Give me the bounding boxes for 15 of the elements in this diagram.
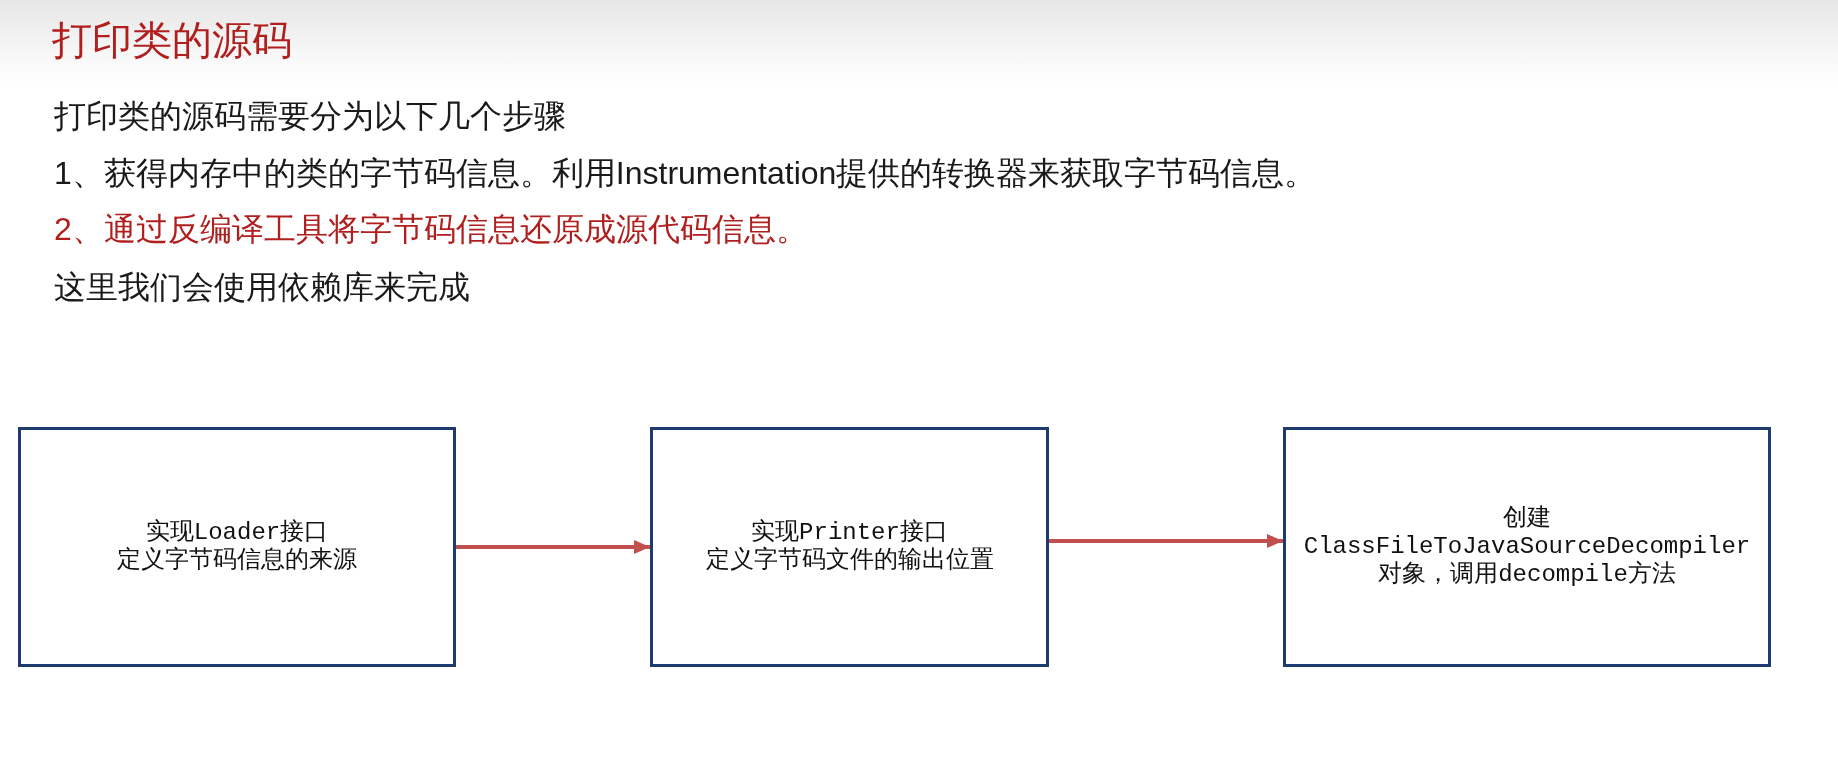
body-text: 打印类的源码需要分为以下几个步骤 — [54, 97, 566, 136]
slide-title: 打印类的源码 — [52, 17, 292, 64]
box-text: 定义字节码信息的来源 — [117, 547, 357, 575]
process-box — [18, 427, 456, 667]
box-text: 创建ClassFileToJavaSourceDecompiler对象，调用decompile方法 — [1302, 505, 1752, 589]
box-text: 实现Loader接口 — [145, 519, 329, 546]
process-box — [1283, 427, 1771, 667]
arrow — [1049, 534, 1283, 548]
body-text: 这里我们会使用依赖库来完成 — [54, 268, 470, 307]
box-text: 定义字节码文件的输出位置 — [705, 547, 994, 575]
arrow — [456, 540, 650, 554]
box-text: 实现Printer接口 — [751, 519, 948, 546]
process-box — [650, 427, 1049, 667]
body-text: 1、获得内存中的类的字节码信息。利用Instrumentation提供的转换器来获取字节码信息。 — [54, 154, 1317, 193]
body-text: 2、通过反编译工具将字节码信息还原成源代码信息。 — [54, 210, 808, 249]
